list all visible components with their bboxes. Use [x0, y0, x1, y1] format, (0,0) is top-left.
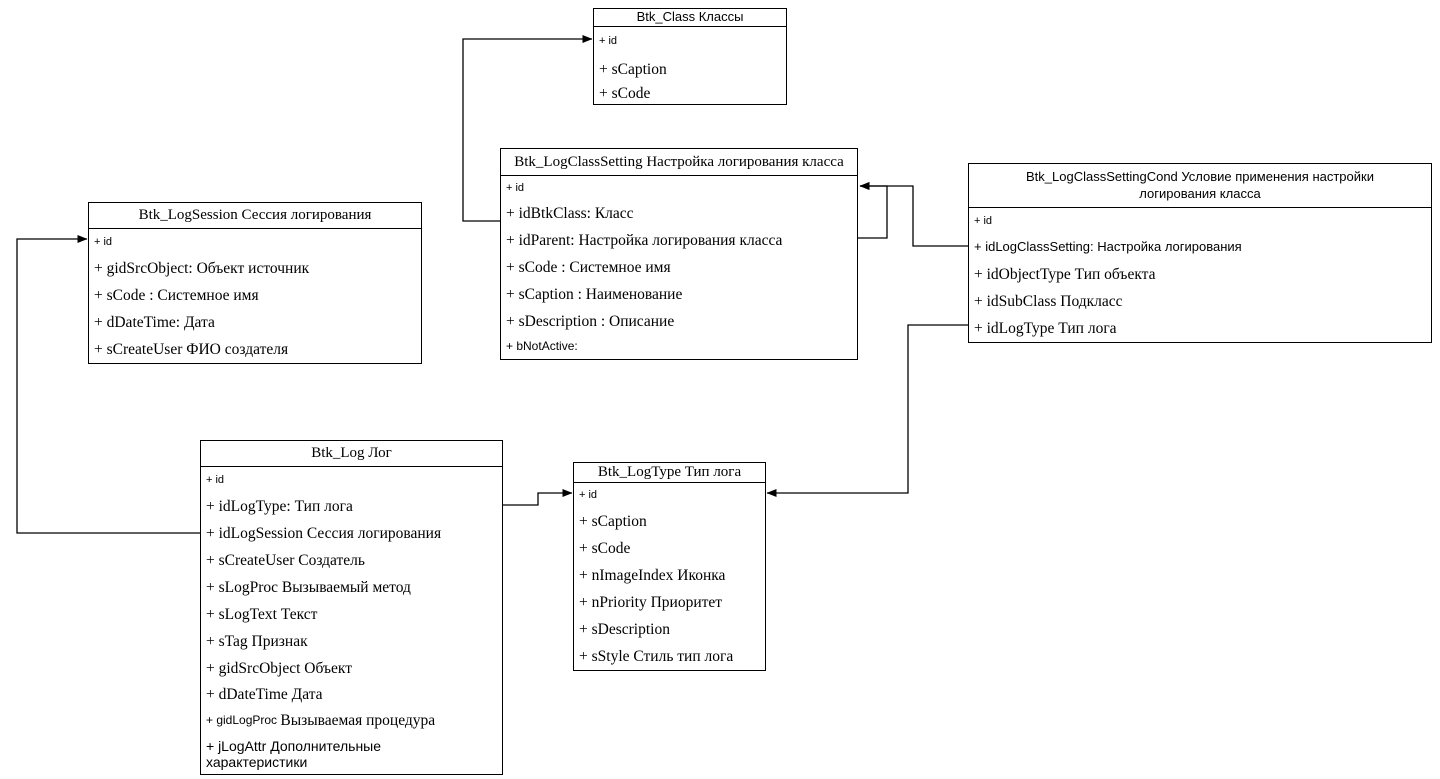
entity-box-btk-logtype[interactable]: Btk_LogType Тип лога + id + sCaption + sCod… — [573, 462, 766, 671]
attribute-row-btk-logsession-1: + gidSrcObject: Объект источник — [94, 259, 310, 277]
attribute-row-btk-logsession-4: + sCreateUser ФИО создателя — [94, 340, 289, 358]
entity-box-btk-log[interactable]: Btk_Log Лог + id + idLogType: Тип лога + id… — [200, 440, 503, 775]
attribute-row-btk-logclasssetting-3: + sCode : Системное имя — [506, 258, 671, 276]
entity-title-btk-class: Btk_Class Классы — [594, 9, 786, 27]
attribute-row-btk-logclasssetting-5: + sDescription : Описание — [506, 312, 675, 330]
attribute-row-btk-logclasssetting-4: + sCaption : Наименование — [506, 285, 683, 303]
entity-title-line: логирования класса — [1139, 185, 1261, 201]
entity-title-line: Btk_LogClassSettingCond Условие применен… — [1026, 169, 1374, 185]
attribute-row-btk-logclasssetting-0: + id — [506, 181, 525, 194]
attribute-row-btk-class-2: + sCode — [599, 85, 651, 103]
attribute-row-btk-log-2: + idLogSession Сессия логирования — [206, 524, 442, 542]
attribute-row-btk-logtype-0: + id — [579, 489, 598, 502]
attribute-row-btk-logtype-1: + sCaption — [579, 512, 647, 530]
attribute-text-line: + jLogAttr Дополнительные — [206, 737, 382, 754]
attribute-row-btk-log-8: + dDateTime Дата — [206, 686, 323, 704]
edge-cond-idlogtype-to-logtype-id[interactable] — [766, 324, 968, 497]
attribute-row-btk-logtype-3: + nImageIndex Иконка — [579, 566, 726, 584]
attribute-row-btk-log-4: + sLogProc Вызываемый метод — [206, 578, 411, 596]
attribute-text-line: характеристики — [206, 754, 308, 770]
edge-log-idlogsession-to-logsession-id[interactable] — [16, 235, 200, 534]
entity-box-btk-logsession[interactable]: Btk_LogSession Сессия логирования + id + g… — [88, 202, 422, 364]
attribute-row-btk-log-7: + gidSrcObject Объект — [206, 659, 352, 677]
entity-box-btk-logclasssetting[interactable]: Btk_LogClassSetting Настройка логировани… — [500, 148, 858, 360]
attribute-row-btk-logsession-2: + sCode : Системное имя — [94, 286, 259, 304]
attribute-row-btk-log-3: + sCreateUser Создатель — [206, 551, 365, 569]
attribute-row-btk-logclasssettingcond-3: + idSubClass Подкласс — [974, 292, 1123, 310]
entity-title-btk-logsession: Btk_LogSession Сессия логирования — [89, 203, 421, 229]
attribute-row-btk-logtype-2: + sCode — [579, 539, 631, 557]
entity-box-btk-class[interactable]: Btk_Class Классы + id + sCaption + sCode — [593, 8, 787, 105]
attribute-text-part: + gidLogProc — [206, 713, 281, 728]
attribute-row-btk-log-6: + sTag Признак — [206, 632, 308, 650]
attribute-row-btk-logtype-6: + sStyle Стиль тип лога — [579, 647, 734, 665]
attribute-text-part: Вызываемая процедура — [280, 712, 436, 730]
entity-title-btk-logclasssettingcond: Btk_LogClassSettingCond Условие применен… — [969, 164, 1431, 208]
attribute-row-btk-class-1: + sCaption — [599, 60, 667, 78]
attribute-row-btk-logclasssettingcond-1: + idLogClassSetting: Настройка логирован… — [974, 239, 1242, 255]
attribute-row-btk-class-0: + id — [599, 34, 618, 47]
entity-title-btk-logclasssetting: Btk_LogClassSetting Настройка логировани… — [501, 149, 857, 176]
attribute-row-btk-logclasssettingcond-2: + idObjectType Тип объекта — [974, 265, 1156, 283]
attribute-row-btk-logsession-3: + dDateTime: Дата — [94, 313, 215, 331]
attribute-row-btk-logclasssetting-6: + bNotActive: — [506, 339, 578, 354]
attribute-row-btk-log-1: + idLogType: Тип лога — [206, 497, 353, 515]
edge-cond-idlogclasssetting-to-logclasssetting-id[interactable] — [859, 182, 968, 247]
attribute-row-btk-logclasssetting-2: + idParent: Настройка логирования класса — [506, 231, 783, 249]
attribute-row-btk-log-9: + gidLogProc Вызываемая процедура — [201, 708, 502, 734]
attribute-row-btk-logsession-0: + id — [94, 235, 113, 248]
attribute-row-btk-log-0: + id — [206, 473, 225, 486]
entity-title-btk-log: Btk_Log Лог — [201, 441, 502, 467]
attribute-row-btk-logclasssettingcond-4: + idLogType Тип лога — [974, 319, 1117, 337]
edge-logclasssetting-idparent-self-id[interactable] — [858, 182, 888, 239]
edge-logclasssetting-idbtkclass-to-class-id[interactable] — [462, 35, 593, 222]
attribute-row-btk-logtype-4: + nPriority Приоритет — [579, 593, 723, 611]
attribute-row-btk-logclasssettingcond-0: + id — [974, 214, 993, 227]
entity-box-btk-logclasssettingcond[interactable]: Btk_LogClassSettingCond Условие применен… — [968, 163, 1432, 343]
edge-log-idlogtype-to-logtype-id[interactable] — [503, 489, 573, 506]
attribute-row-btk-log-5: + sLogText Текст — [206, 605, 318, 623]
attribute-row-btk-logclasssetting-1: + idBtkClass: Класс — [506, 204, 634, 222]
entity-title-btk-logtype: Btk_LogType Тип лога — [574, 463, 765, 483]
attribute-row-btk-logtype-5: + sDescription — [579, 620, 670, 638]
